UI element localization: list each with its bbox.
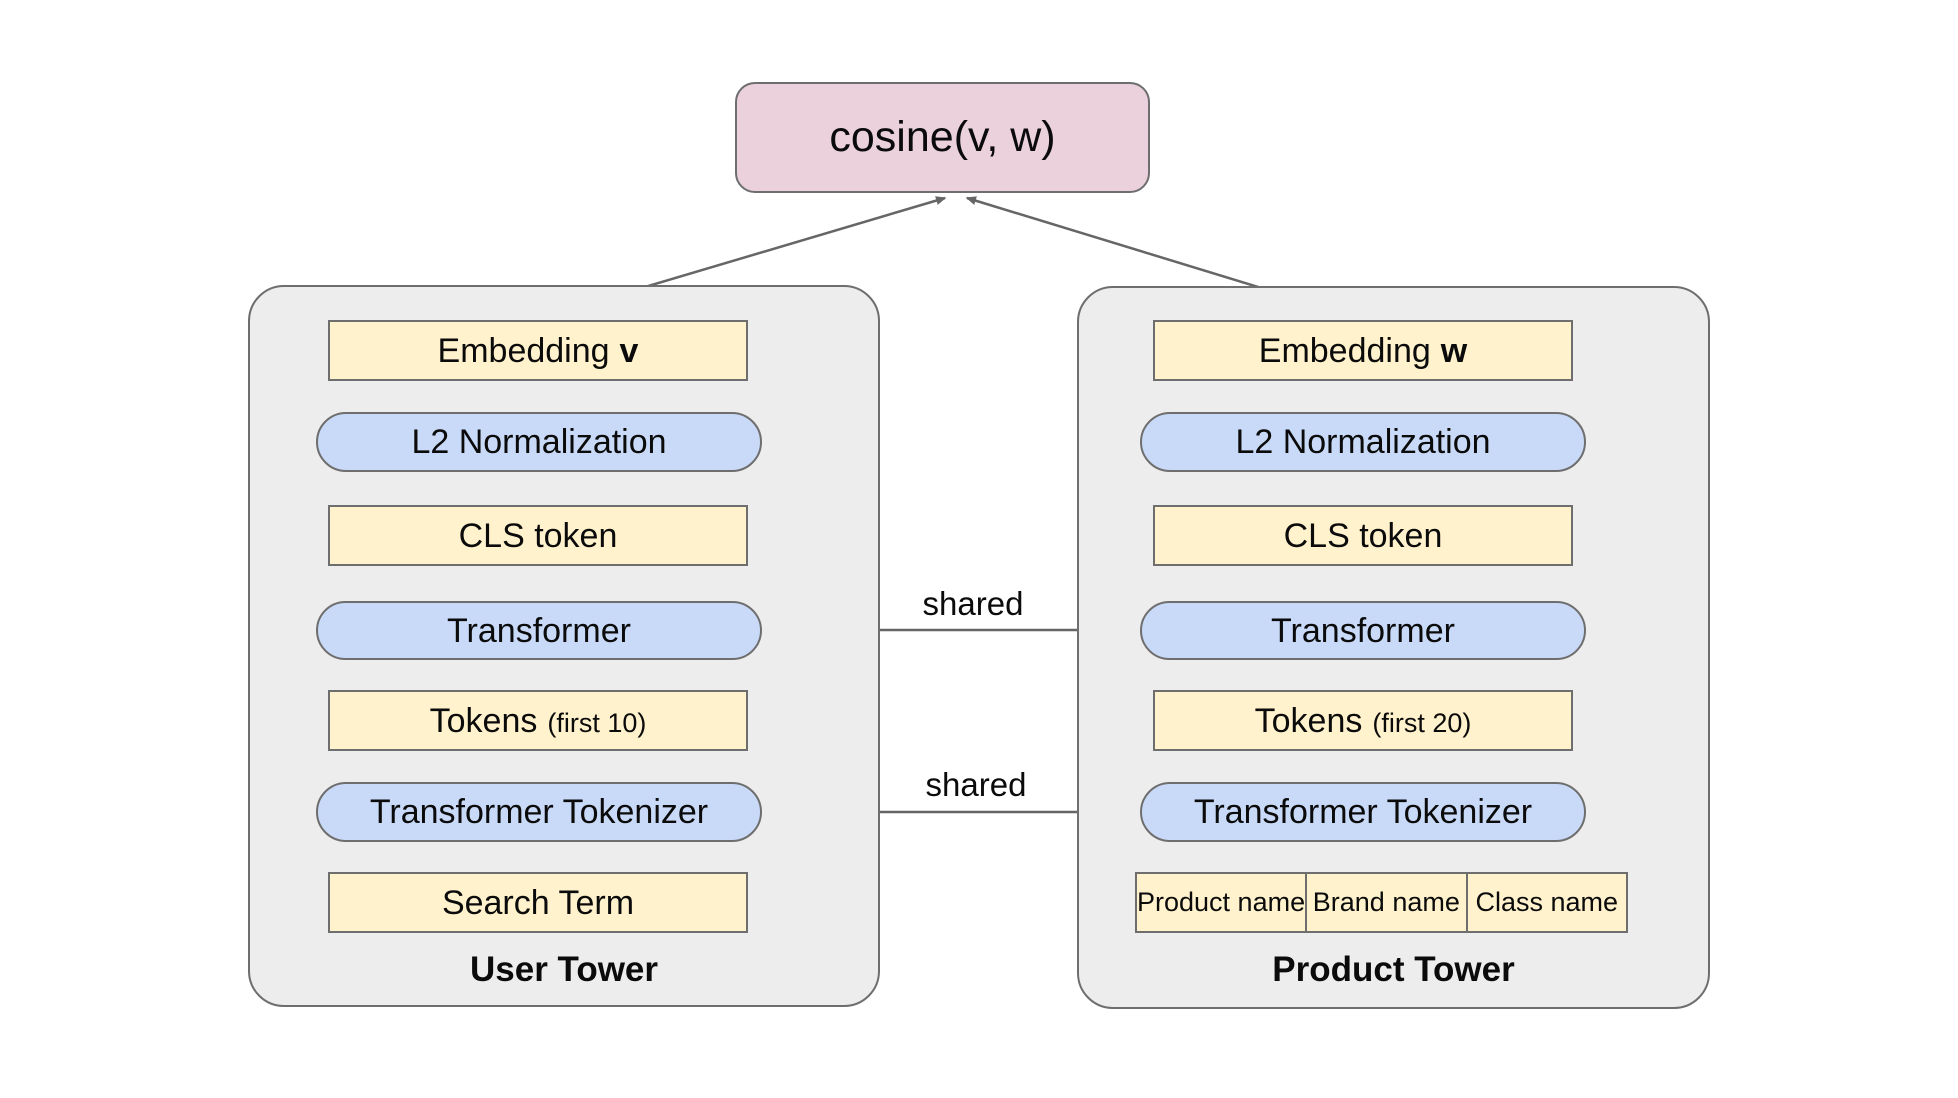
product-tokens-suffix: (first 20)	[1372, 707, 1472, 738]
product-embedding-node: Embedding w	[1153, 320, 1573, 381]
user-search-term-node: Search Term	[328, 872, 748, 933]
cosine-label: cosine(v, w)	[829, 113, 1056, 161]
product-l2-normalization-node: L2 Normalization	[1140, 412, 1586, 472]
product-cls-label: CLS token	[1283, 516, 1443, 555]
product-cls-token-node: CLS token	[1153, 505, 1573, 566]
user-transformer-label: Transformer	[447, 611, 631, 650]
product-name-cell: Product name	[1137, 887, 1306, 917]
class-name-cell: Class name	[1465, 874, 1626, 931]
product-tokenizer-label: Transformer Tokenizer	[1193, 793, 1533, 831]
user-tokenizer-label: Transformer Tokenizer	[369, 793, 709, 831]
product-inputs-row: Product name Brand name Class name	[1135, 872, 1628, 933]
user-transformer-node: Transformer	[316, 601, 762, 660]
user-cls-label: CLS token	[458, 516, 618, 555]
product-l2-label: L2 Normalization	[1235, 423, 1491, 461]
shared-label-tokenizer: shared	[925, 766, 1027, 803]
product-tower-label: Product Tower	[1272, 950, 1515, 989]
product-tokens-label: Tokens	[1254, 701, 1363, 740]
cosine-node: cosine(v, w)	[735, 82, 1150, 193]
brand-name-cell: Brand name	[1305, 874, 1465, 931]
user-cls-token-node: CLS token	[328, 505, 748, 566]
product-transformer-node: Transformer	[1140, 601, 1586, 660]
user-tokens-node: Tokens (first 10)	[328, 690, 748, 751]
shared-label-transformer: shared	[922, 585, 1024, 622]
user-tower-label: User Tower	[469, 950, 659, 989]
user-embedding-node: Embedding v	[328, 320, 748, 381]
user-embedding-var: v	[619, 331, 639, 370]
user-l2-normalization-node: L2 Normalization	[316, 412, 762, 472]
product-transformer-label: Transformer	[1271, 611, 1455, 650]
user-tokens-label: Tokens	[429, 701, 538, 740]
user-l2-label: L2 Normalization	[411, 423, 667, 461]
product-tokens-node: Tokens (first 20)	[1153, 690, 1573, 751]
user-tokens-suffix: (first 10)	[547, 707, 647, 738]
user-embedding-label: Embedding	[437, 331, 610, 370]
product-embedding-var: w	[1440, 331, 1468, 370]
product-embedding-label: Embedding	[1258, 331, 1431, 370]
product-tokenizer-node: Transformer Tokenizer	[1140, 782, 1586, 842]
user-tokenizer-node: Transformer Tokenizer	[316, 782, 762, 842]
user-search-term-label: Search Term	[441, 883, 635, 922]
